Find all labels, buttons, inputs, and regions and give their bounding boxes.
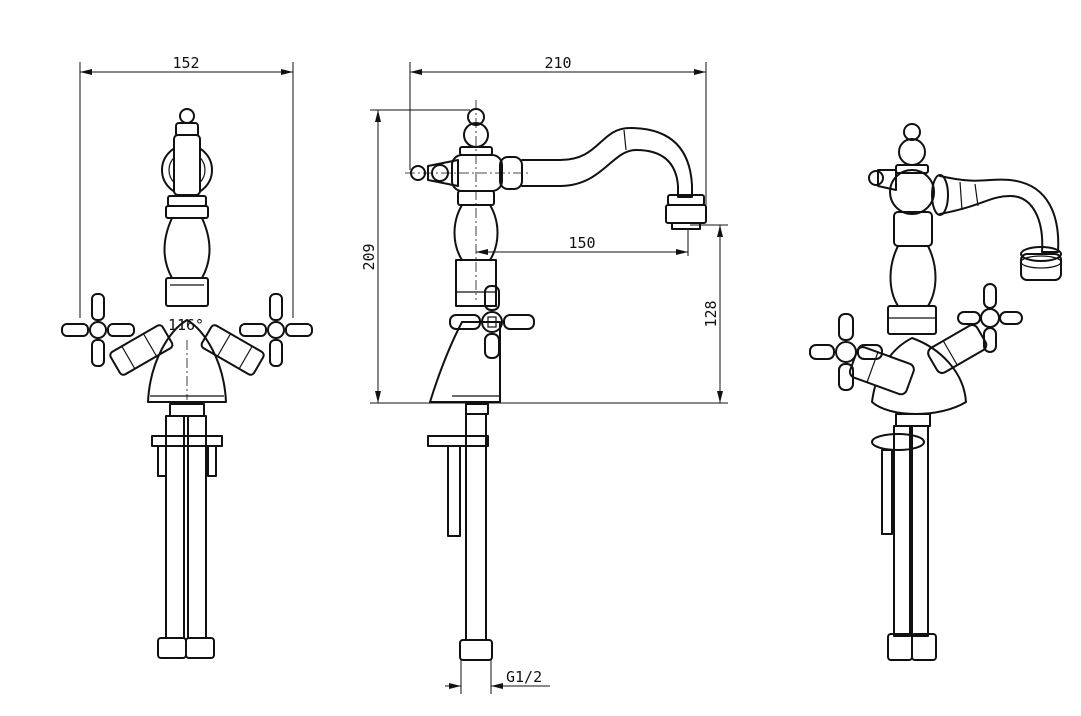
dim-spout-reach: 150 <box>568 234 595 252</box>
front-view: 152 116° <box>61 54 313 659</box>
dim-handle-angle: 116° <box>168 316 204 334</box>
dim-side-length: 210 <box>544 54 571 72</box>
dim-front-width: 152 <box>172 54 199 72</box>
dim-thread-size: G1/2 <box>506 668 542 686</box>
dim-side-height: 209 <box>360 243 378 270</box>
perspective-view <box>809 123 1062 661</box>
dim-spout-height: 128 <box>702 300 720 327</box>
side-view: 210 209 128 150 <box>360 54 728 694</box>
